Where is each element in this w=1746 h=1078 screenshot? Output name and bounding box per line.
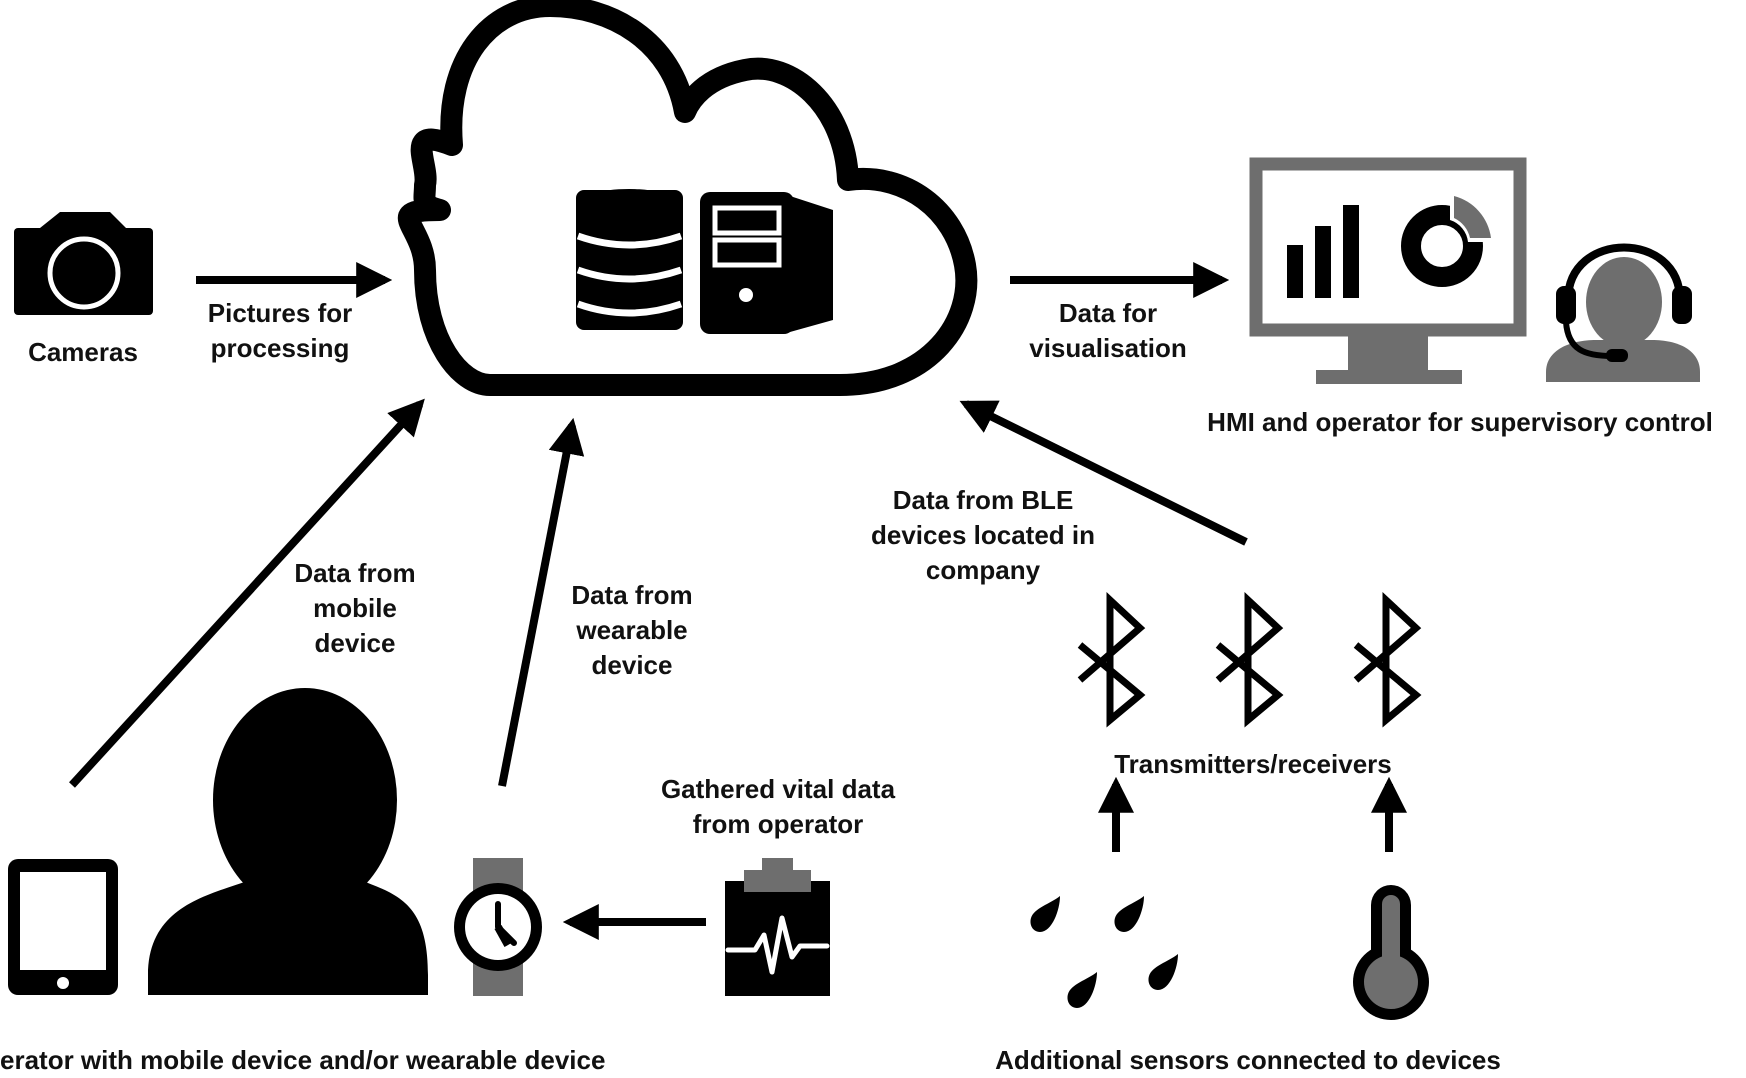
bluetooth-icon [1077,591,1146,728]
transmitters-label: Transmitters/receivers [1114,749,1392,779]
arrow-mobile-to-cloud [69,398,425,788]
cameras-label: Cameras [28,337,138,367]
vital-data-label: Gathered vital data from operator [660,774,896,839]
tablet-icon [8,859,118,995]
data-for-visualisation-label: Data for visualisation [1029,298,1187,363]
wearable-data-label: Data from wearable device [571,580,693,680]
person-silhouette-icon [148,688,428,995]
camera-icon [14,212,153,315]
hmi-operator-label: HMI and operator for supervisory control [1207,407,1713,437]
server-icon [700,192,833,334]
rain-drops-icon [1030,896,1178,1008]
ble-data-label: Data from BLE devices located in company [871,485,1095,585]
database-icon [576,189,683,330]
arrow-wearable-to-cloud [498,417,585,787]
cloud-icon [397,0,978,396]
bluetooth-icon [1353,591,1422,728]
thermometer-icon [1353,885,1429,1020]
vital-clipboard-icon [725,858,830,996]
pictures-for-processing-label: Pictures for processing [207,298,353,363]
operator-headset-icon [1546,243,1700,382]
arrow-ble-to-cloud [959,400,1248,546]
monitor-chart-icon [1249,157,1527,384]
smartwatch-icon [454,858,542,996]
additional-sensors-label: Additional sensors connected to devices [995,1045,1501,1075]
operator-devices-label: erator with mobile device and/or wearabl… [0,1045,606,1075]
mobile-data-label: Data from mobile device [294,558,416,658]
bluetooth-icon [1215,591,1284,728]
